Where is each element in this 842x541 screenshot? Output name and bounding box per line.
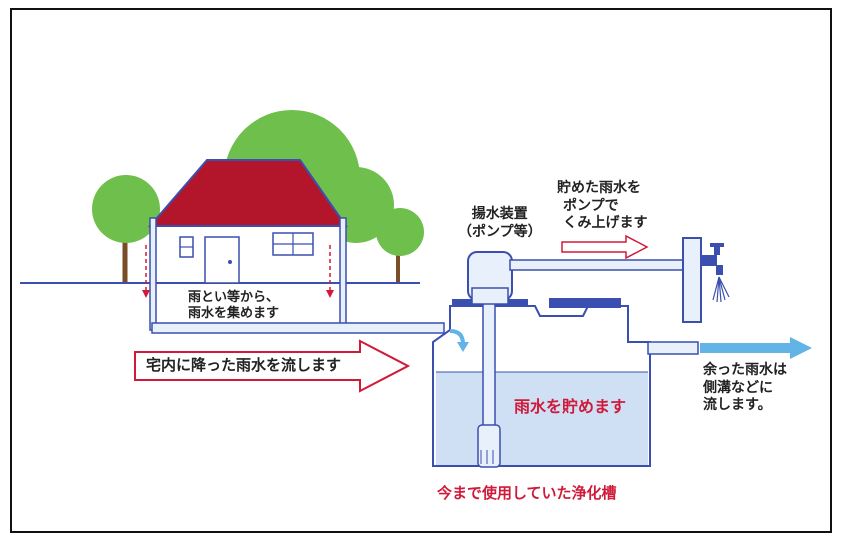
inflow-label: 宅内に降った雨水を流します (146, 356, 342, 374)
supply-pipe (509, 259, 686, 271)
tank-name-label: 今まで使用していた浄化槽 (437, 484, 617, 502)
pump-title-line-2: （ポンプ等） (458, 223, 542, 240)
pump-up-arrow (561, 234, 649, 260)
pump-title-label: 揚水装置 （ポンプ等） (458, 206, 542, 241)
pump-title-line-1: 揚水装置 (471, 206, 528, 222)
overflow-pipe (647, 341, 699, 355)
overflow-label: 余った雨水は 側溝などに 流します。 (703, 362, 787, 415)
inflow-arrow (134, 339, 411, 393)
pump (467, 251, 513, 468)
pump-up-line-1: 貯めた雨水を (557, 180, 641, 196)
overflow-line-1: 余った雨水は (703, 362, 787, 378)
pump-up-line-3: くみ上げます (563, 215, 648, 231)
tank-water (436, 372, 648, 465)
storage-label: 雨水を貯めます (514, 397, 627, 416)
pump-up-line-2: ポンプで (563, 197, 619, 214)
overflow-line-3: 流します。 (703, 397, 772, 413)
storage-tank (432, 298, 651, 467)
overflow-line-2: 側溝などに (703, 379, 773, 396)
pump-up-label: 貯めた雨水を ポンプで くみ上げます (557, 180, 648, 233)
overflow-arrow (700, 337, 812, 359)
inlet-arrow (449, 329, 465, 345)
gutter-label-line-1: 雨とい等から、 (188, 290, 280, 305)
gutter-label: 雨とい等から、 雨水を集めます (188, 290, 279, 323)
faucet (682, 237, 730, 323)
inflow-pipe (151, 322, 445, 334)
frame-border (10, 8, 832, 533)
gutter-arrows (142, 245, 334, 298)
gutter-label-line-2: 雨水を集めます (188, 306, 280, 322)
house (147, 159, 348, 331)
